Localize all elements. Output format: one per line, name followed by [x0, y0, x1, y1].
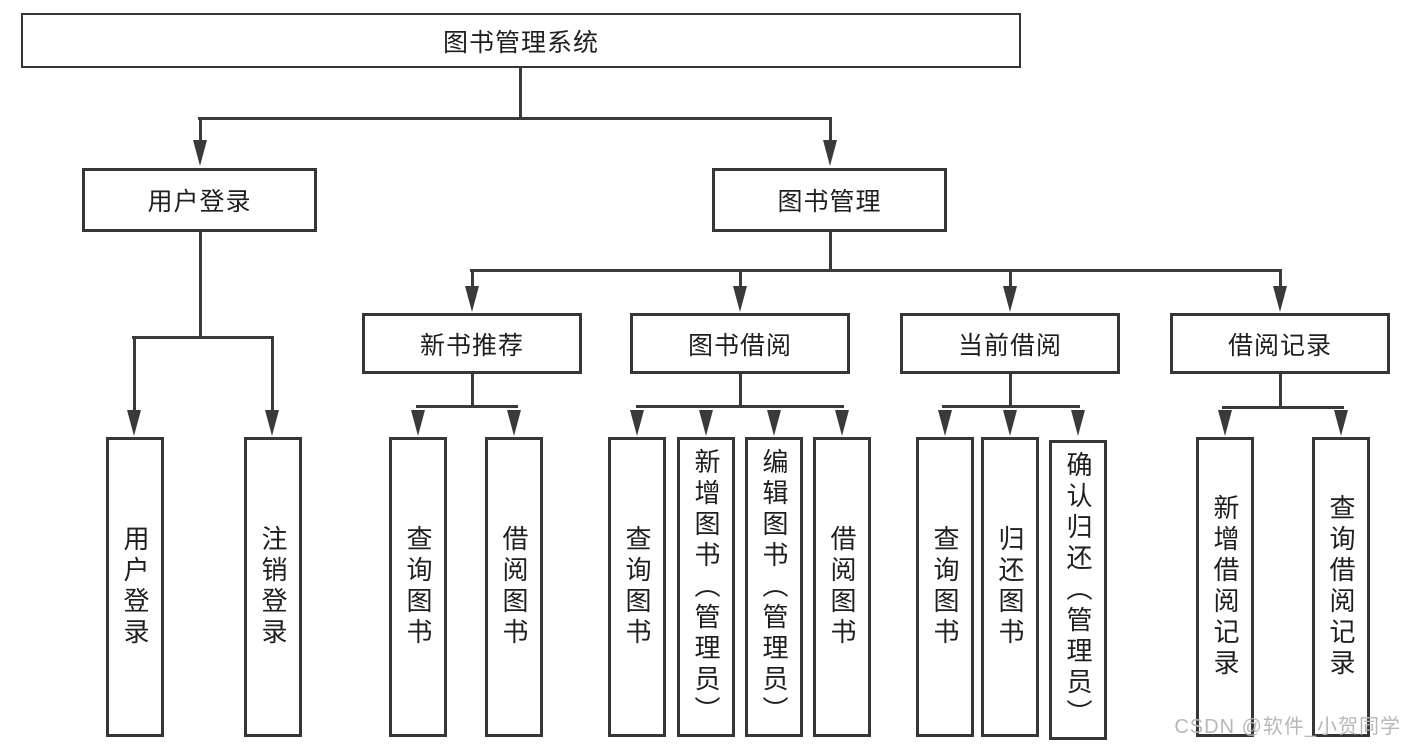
connector-hline	[132, 336, 274, 339]
leaf-recommend-query-books-label: 查询图书	[403, 525, 433, 649]
arrowhead-down-icon	[733, 286, 747, 312]
connector-vline	[1279, 270, 1282, 292]
arrowhead-down-icon	[1003, 286, 1017, 312]
leaf-records-add-record: 新增借阅记录	[1196, 437, 1254, 737]
connector-hline	[636, 405, 844, 408]
arrowhead-down-icon	[127, 410, 141, 436]
node-new-book-recommend: 新书推荐	[362, 313, 582, 374]
leaf-logout-label: 注销登录	[258, 525, 288, 649]
connector-vline	[829, 118, 832, 148]
connector-vline	[739, 270, 742, 292]
watermark-text: CSDN @软件_小贺同学	[1174, 716, 1401, 738]
leaf-recommend-query-books: 查询图书	[389, 437, 447, 737]
arrowhead-down-icon	[767, 410, 781, 436]
node-borrowing-records: 借阅记录	[1170, 313, 1390, 374]
leaf-borrow-add-books-admin: 新增图书（管理员）	[677, 437, 735, 737]
connector-hline	[416, 405, 518, 408]
leaf-user-login: 用户登录	[106, 437, 164, 737]
arrowhead-down-icon	[630, 410, 644, 436]
leaf-logout: 注销登录	[244, 437, 302, 737]
leaf-borrow-borrow-books-label: 借阅图书	[827, 525, 857, 649]
node-user-login: 用户登录	[82, 168, 317, 232]
node-book-management: 图书管理	[712, 168, 947, 232]
connector-vline	[1009, 374, 1012, 408]
arrowhead-down-icon	[835, 410, 849, 436]
connector-hline	[1222, 406, 1344, 409]
connector-vline	[199, 118, 202, 148]
arrowhead-down-icon	[465, 286, 479, 312]
connector-hline	[198, 117, 832, 120]
leaf-current-confirm-return-admin-label: 确认归还（管理员）	[1063, 450, 1093, 730]
node-new-book-recommend-label: 新书推荐	[419, 331, 524, 360]
leaf-current-query-books: 查询图书	[916, 437, 974, 737]
leaf-borrow-query-books-label: 查询图书	[622, 525, 652, 649]
leaf-recommend-borrow-books-label: 借阅图书	[499, 525, 529, 649]
leaf-records-query-record: 查询借阅记录	[1312, 437, 1370, 737]
leaf-records-query-record-label: 查询借阅记录	[1326, 494, 1356, 680]
leaf-records-add-record-label: 新增借阅记录	[1210, 494, 1240, 680]
node-current-borrowing-label: 当前借阅	[957, 331, 1062, 360]
leaf-current-query-books-label: 查询图书	[930, 525, 960, 649]
node-user-login-label: 用户登录	[147, 188, 252, 216]
connector-hline	[942, 405, 1080, 408]
connector-vline	[1009, 270, 1012, 292]
leaf-borrow-edit-books-admin: 编辑图书（管理员）	[745, 437, 803, 737]
arrowhead-down-icon	[1003, 410, 1017, 436]
connector-vline	[133, 337, 136, 415]
connector-vline	[471, 374, 474, 408]
leaf-current-confirm-return-admin: 确认归还（管理员）	[1049, 440, 1107, 740]
arrowhead-down-icon	[1334, 410, 1348, 436]
leaf-borrow-edit-books-admin-label: 编辑图书（管理员）	[759, 447, 789, 727]
arrowhead-down-icon	[1218, 410, 1232, 436]
connector-vline	[471, 270, 474, 292]
connector-vline	[271, 337, 274, 415]
arrowhead-down-icon	[823, 140, 837, 166]
leaf-borrow-borrow-books: 借阅图书	[813, 437, 871, 737]
node-root-label: 图书管理系统	[442, 28, 599, 57]
connector-vline	[829, 232, 832, 272]
leaf-recommend-borrow-books: 借阅图书	[485, 437, 543, 737]
leaf-user-login-label: 用户登录	[120, 525, 150, 649]
leaf-current-return-books: 归还图书	[981, 437, 1039, 737]
arrowhead-down-icon	[1071, 410, 1085, 436]
arrowhead-down-icon	[1273, 286, 1287, 312]
connector-vline	[1279, 374, 1282, 408]
node-book-borrowing: 图书借阅	[630, 313, 850, 374]
arrowhead-down-icon	[265, 410, 279, 436]
node-book-management-label: 图书管理	[777, 188, 882, 216]
connector-vline	[739, 374, 742, 408]
arrowhead-down-icon	[193, 140, 207, 166]
leaf-borrow-add-books-admin-label: 新增图书（管理员）	[691, 447, 721, 727]
leaf-borrow-query-books: 查询图书	[608, 437, 666, 737]
arrowhead-down-icon	[938, 410, 952, 436]
node-borrowing-records-label: 借阅记录	[1227, 331, 1332, 360]
arrowhead-down-icon	[507, 410, 521, 436]
connector-hline	[470, 269, 1282, 272]
node-book-borrowing-label: 图书借阅	[687, 331, 792, 360]
connector-vline	[519, 67, 522, 118]
arrowhead-down-icon	[411, 410, 425, 436]
arrowhead-down-icon	[699, 410, 713, 436]
leaf-current-return-books-label: 归还图书	[995, 525, 1025, 649]
connector-vline	[199, 232, 202, 338]
node-current-borrowing: 当前借阅	[900, 313, 1120, 374]
node-root: 图书管理系统	[21, 13, 1021, 68]
